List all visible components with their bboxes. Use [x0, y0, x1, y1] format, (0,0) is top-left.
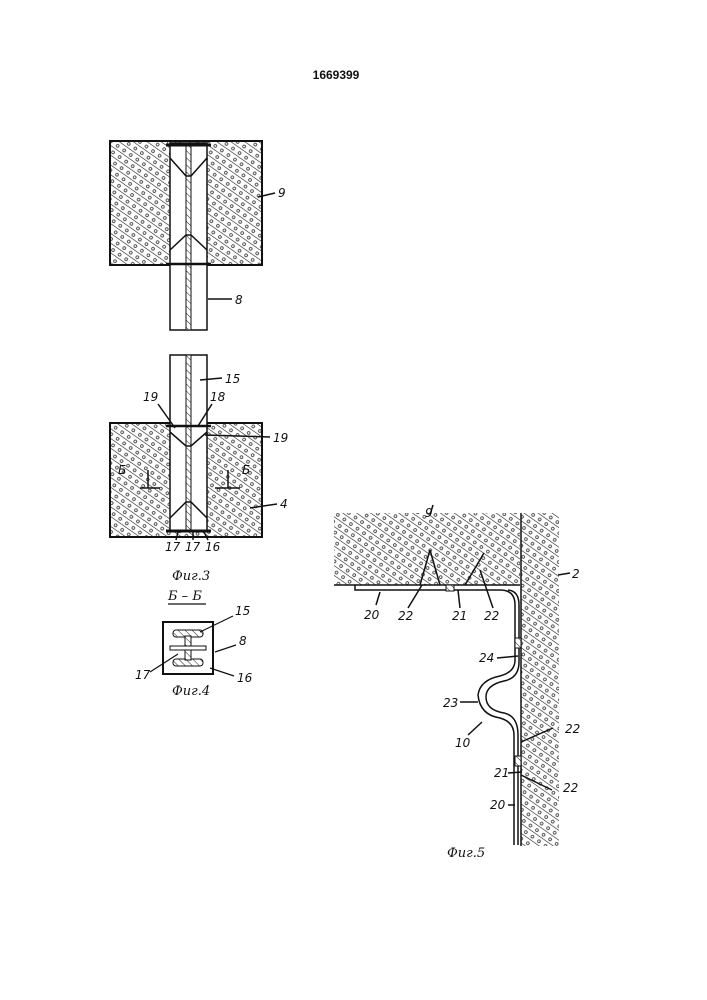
label-15: 15 — [235, 604, 250, 618]
label-22-b: 22 — [484, 609, 499, 623]
label-8: 8 — [235, 293, 243, 307]
rebar-upper — [186, 143, 191, 330]
figure-4: Б – Б 15 8 17 16 Фиг.4 — [135, 589, 253, 699]
label-9: 9 — [425, 506, 433, 520]
label-19-right: 19 — [273, 431, 288, 445]
label-2: 2 — [572, 567, 580, 581]
label-20-top: 20 — [364, 608, 380, 622]
label-21-bottom: 21 — [494, 766, 509, 780]
label-22-d: 22 — [563, 781, 578, 795]
label-22-a: 22 — [398, 609, 413, 623]
label-17-a: 17 — [165, 540, 181, 554]
label-15: 15 — [225, 372, 240, 386]
label-8: 8 — [239, 634, 247, 648]
page-number: 1669399 — [313, 68, 360, 82]
figure-5: 9 2 20 22 21 22 24 23 10 22 21 22 20 Фиг… — [334, 505, 580, 861]
label-16: 16 — [205, 540, 221, 554]
section-title: Б – Б — [167, 589, 202, 604]
wall-2 — [521, 513, 559, 846]
section-mark-right: Б — [242, 463, 250, 477]
label-21-top: 21 — [452, 609, 467, 623]
figure-3-caption: Фиг.3 — [172, 569, 210, 584]
rebar-lower — [186, 355, 191, 531]
label-24: 24 — [479, 651, 494, 665]
label-16: 16 — [237, 671, 253, 685]
figure-5-caption: Фиг.5 — [447, 846, 485, 861]
section-mark-left: Б — [118, 463, 126, 477]
label-23: 23 — [443, 696, 458, 710]
label-10: 10 — [455, 736, 471, 750]
label-4: 4 — [280, 497, 288, 511]
label-22-c: 22 — [565, 722, 580, 736]
slab-9 — [334, 513, 520, 585]
figure-4-caption: Фиг.4 — [172, 684, 210, 699]
label-19-left: 19 — [143, 390, 158, 404]
label-17: 17 — [135, 668, 151, 682]
label-18: 18 — [210, 390, 226, 404]
label-17-b: 17 — [185, 540, 201, 554]
figure-3: 9 8 15 19 18 19 Б Б 4 17 17 16 Фиг.3 — [110, 141, 288, 584]
label-20-bottom: 20 — [490, 798, 506, 812]
label-9: 9 — [278, 186, 286, 200]
